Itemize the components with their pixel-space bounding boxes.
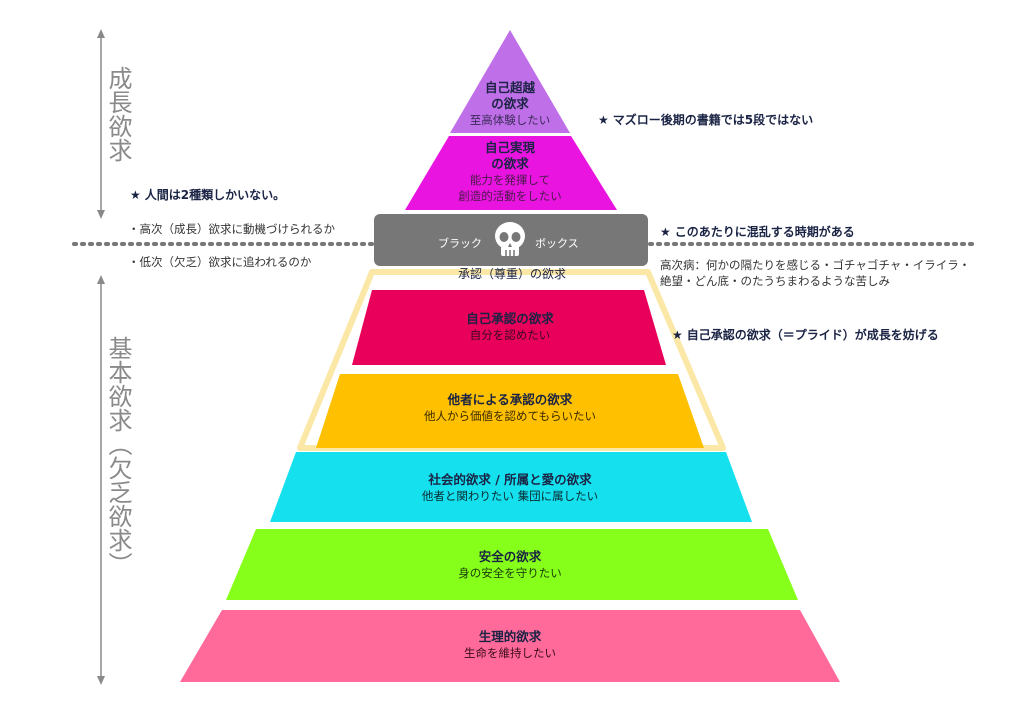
note-text: 人間は2種類しかいない。 <box>144 188 286 202</box>
basic-needs-label: 基本欲求（欠乏欲求） <box>104 336 132 576</box>
skull-icon <box>495 222 525 256</box>
tier-description: 他者と関わりたい 集団に属したい <box>421 489 599 503</box>
note-maslow-late: ★マズロー後期の書籍では5段ではない <box>598 111 813 128</box>
tier-label-self-actualization: 自己実現 の欲求 能力を発揮して 創造的活動をしたい <box>410 140 610 204</box>
star-icon: ★ <box>660 225 671 239</box>
note-pride: ★自己承認の欲求（＝プライド）が成長を妨げる <box>672 326 939 343</box>
tier-label-safety: 安全の欲求 身の安全を守りたい <box>300 548 720 582</box>
star-icon: ★ <box>672 328 683 342</box>
tier-title: 自己実現 <box>484 140 535 155</box>
tier-description: 身の安全を守りたい <box>458 566 562 580</box>
tier-label-self-transcendence: 自己超越 の欲求 至高体験したい <box>410 80 610 128</box>
note-confusion-period: ★このあたりに混乱する時期がある <box>660 223 855 240</box>
tier-description: 他人から価値を認めてもらいたい <box>424 409 596 423</box>
star-icon: ★ <box>130 188 141 202</box>
tier-description: 自分を認めたい <box>469 328 551 342</box>
tier-label-physiological: 生理的欲求 生命を維持したい <box>300 628 720 662</box>
growth-needs-label: 成長欲求 <box>104 66 132 162</box>
note-higher-needs: ・高次（成長）欲求に動機づけられるか <box>128 222 335 236</box>
tier-description: 能力を発揮して <box>469 173 551 187</box>
tier-title-2: の欲求 <box>491 156 529 171</box>
note-disease-line-1: 高次病：何かの隔たりを感じる・ゴチャゴチャ・イライラ・ <box>660 258 971 272</box>
tier-label-other-esteem: 他者による承認の欲求 他人から価値を認めてもらいたい <box>340 391 680 425</box>
tier-title: 自己超越 <box>484 80 535 95</box>
tier-title: 社会的欲求 / 所属と愛の欲求 <box>428 472 592 487</box>
tier-safety <box>226 529 798 600</box>
esteem-group-frame <box>297 269 726 451</box>
tier-title: 安全の欲求 <box>478 549 542 564</box>
note-disease-line-2: 絶望・どん底・のたうちまわるような苦しみ <box>660 274 890 288</box>
note-two-types: ★人間は2種類しかいない。 <box>130 186 285 203</box>
tier-description: 生命を維持したい <box>464 646 556 660</box>
tier-title: 自己承認の欲求 <box>466 311 554 326</box>
tier-description: 至高体験したい <box>469 113 551 127</box>
note-lower-needs: ・低次（欠乏）欲求に追われるのか <box>128 255 312 269</box>
tier-title: 他者による承認の欲求 <box>447 392 573 407</box>
black-box-right-label: ボックス <box>535 237 579 250</box>
tier-physiological <box>180 610 840 682</box>
note-text: このあたりに混乱する時期がある <box>674 225 855 239</box>
tier-label-self-esteem: 自己承認の欲求 自分を認めたい <box>360 310 660 344</box>
note-text: マズロー後期の書籍では5段ではない <box>612 113 814 127</box>
tier-self-actualization <box>405 136 617 210</box>
tier-self-esteem <box>352 290 666 365</box>
black-box-left-label: ブラック <box>438 237 482 250</box>
basic-arrow <box>97 275 105 685</box>
tier-self-transcendence <box>450 30 570 133</box>
tier-title: 生理的欲求 <box>478 629 542 644</box>
growth-arrow <box>97 29 105 219</box>
tier-description-2: 創造的活動をしたい <box>458 189 562 203</box>
tier-other-esteem <box>316 374 704 448</box>
star-icon: ★ <box>598 113 609 127</box>
tier-title-2: の欲求 <box>491 96 529 111</box>
note-text: 自己承認の欲求（＝プライド）が成長を妨げる <box>686 328 939 342</box>
tier-label-social: 社会的欲求 / 所属と愛の欲求 他者と関わりたい 集団に属したい <box>300 471 720 505</box>
tier-social <box>270 452 752 522</box>
esteem-group-label: 承認（尊重）の欲求 <box>457 267 566 281</box>
